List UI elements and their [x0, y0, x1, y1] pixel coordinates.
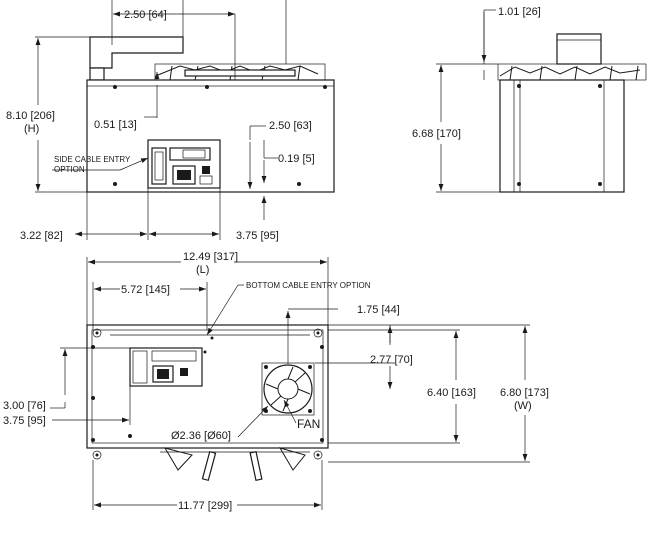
front-top-fixtures [154, 63, 326, 81]
side-view: 1.01 [26] 6.68 [170] [412, 6, 647, 193]
bottom-cutout-y1-label: 3.00 [76] [3, 400, 46, 412]
front-width-top-label: 2.50 [64] [124, 9, 167, 21]
side-top-offset-label: 1.01 [26] [498, 6, 541, 18]
front-height-sub: (H) [24, 123, 39, 135]
bottom-fixtures [160, 447, 310, 482]
bottom-cable-x-label: 5.72 [145] [121, 284, 170, 296]
bottom-fan-y-label: 1.75 [44] [357, 304, 400, 316]
bottom-width-label: 6.80 [173] [500, 387, 549, 399]
side-cable-entry-line2: OPTION [54, 165, 85, 174]
bottom-length-label: 12.49 [317] [183, 251, 238, 263]
corner-holes [91, 328, 324, 460]
front-connector-gap-label: 0.19 [5] [278, 153, 315, 165]
bottom-fan-diameter-label: Ø2.36 [Ø60] [171, 430, 231, 442]
front-connector-panel [147, 139, 221, 189]
front-clamp-post [89, 67, 105, 81]
bottom-view: 12.49 [317] (L) 5.72 [145] BOTTOM CABLE … [3, 251, 549, 512]
side-top-block [556, 33, 602, 65]
bottom-fan-label: FAN [297, 417, 320, 431]
bottom-connector-cutout [129, 347, 203, 387]
side-enclosure [499, 79, 625, 193]
bottom-width-sub: (W) [514, 400, 532, 412]
front-connector-offset-label: 2.50 [63] [269, 120, 312, 132]
front-clamp-bar [89, 36, 184, 69]
bottom-cable-entry-note: BOTTOM CABLE ENTRY OPTION [246, 281, 371, 290]
bottom-inner-width-label: 6.40 [163] [427, 387, 476, 399]
bottom-fan-x-label: 2.77 [70] [370, 354, 413, 366]
side-body-height-label: 6.68 [170] [412, 128, 461, 140]
front-left-offset-label: 3.22 [82] [20, 230, 63, 242]
bottom-length-sub: (L) [196, 264, 209, 276]
front-offset-small-label: 0.51 [13] [94, 119, 137, 131]
front-panel-width-label: 3.75 [95] [236, 230, 279, 242]
side-top-fixtures [497, 63, 647, 81]
front-height-label: 8.10 [206] [6, 110, 55, 122]
front-view: 2.50 [64] 8.10 [206] (H) 0.51 [13] 2.50 … [6, 0, 335, 242]
bottom-hole-spacing-label: 11.77 [299] [178, 500, 232, 512]
bottom-cutout-y2-label: 3.75 [95] [3, 415, 46, 427]
side-cable-entry-line1: SIDE CABLE ENTRY [54, 155, 131, 164]
